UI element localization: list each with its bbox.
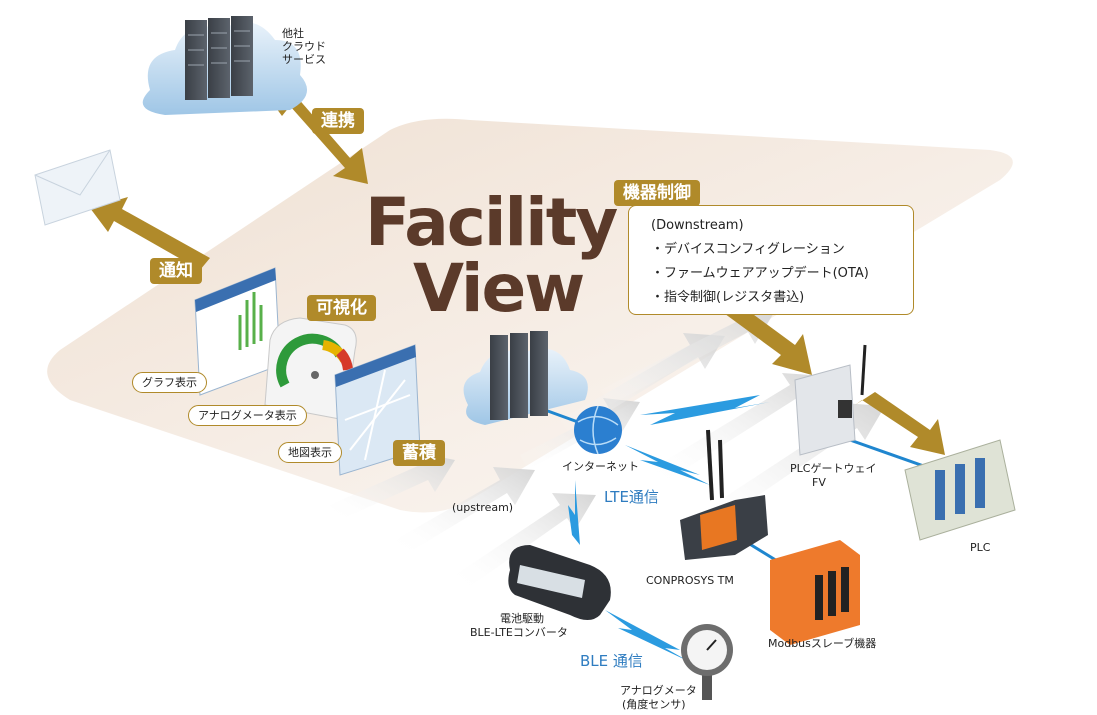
tag-kashika: 可視化 [307, 295, 376, 321]
pill-map: 地図表示 [278, 442, 342, 463]
control-box-item: ・デバイスコンフィグレーション [651, 242, 845, 257]
label-other-cloud-2: クラウド [282, 40, 326, 53]
internet-globe-icon [574, 405, 622, 455]
control-box-item: ・指令制御(レジスタ書込) [651, 290, 805, 305]
graph-screen-icon [194, 267, 281, 396]
label-upstream: (upstream) [452, 501, 514, 514]
control-box-item: ・ファームウェアアップデート(OTA) [651, 266, 869, 281]
label-other-cloud-1: 他社 [282, 27, 304, 40]
label-battery-2: BLE-LTEコンバータ [470, 626, 568, 639]
facility-view-server-icon [463, 331, 588, 425]
label-ble: BLE 通信 [580, 652, 643, 670]
tag-tsuchi: 通知 [150, 258, 202, 284]
label-other-cloud-3: サービス [282, 53, 326, 66]
pill-graph: グラフ表示 [132, 372, 207, 393]
ble-lte-converter-icon [508, 545, 611, 620]
analog-meter-icon [681, 624, 733, 700]
downstream-control-box: (Downstream) ・デバイスコンフィグレーション ・ファームウェアアップ… [628, 205, 914, 315]
label-conprosys: CONPROSYS TM [646, 574, 734, 587]
label-plc-gateway-1: PLCゲートウェイ [790, 462, 877, 475]
mail-icon [34, 149, 121, 226]
tag-renkei: 連携 [312, 108, 364, 134]
wireless-links [568, 395, 770, 662]
label-plc: PLC [970, 541, 991, 554]
label-modbus: Modbusスレーブ機器 [768, 637, 877, 650]
control-box-heading: (Downstream) [651, 218, 744, 233]
conprosys-tm-icon [680, 429, 768, 560]
analog-meter-screen-icon [264, 317, 357, 421]
title-view: View [413, 250, 585, 327]
tag-chikuseki: 蓄積 [393, 440, 445, 466]
title-facility: Facility [365, 184, 618, 261]
label-battery-1: 電池駆動 [500, 612, 544, 625]
label-meter-1: アナログメータ [620, 684, 697, 697]
label-meter-2: (角度センサ) [622, 698, 686, 711]
label-plc-gateway-2: FV [812, 476, 826, 489]
tag-kiki-seigyo: 機器制御 [614, 180, 700, 206]
other-cloud-icon [142, 16, 308, 116]
modbus-device-icon [770, 540, 860, 645]
pill-analog-meter: アナログメータ表示 [188, 405, 307, 426]
label-internet: インターネット [562, 460, 639, 473]
plc-icon [904, 439, 1016, 541]
plc-gateway-icon [794, 344, 867, 456]
label-lte: LTE通信 [604, 488, 659, 506]
